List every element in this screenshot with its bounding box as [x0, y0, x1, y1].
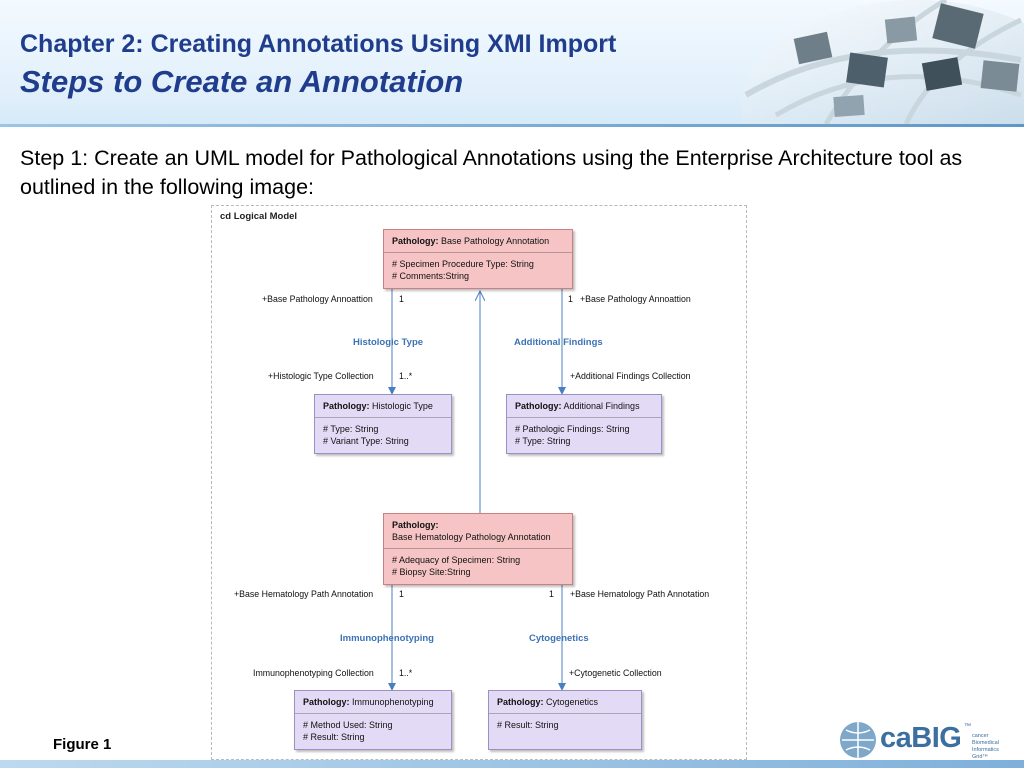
role-immuno-collection: Immunophenotyping Collection [253, 668, 374, 678]
multiplicity-hema-right: 1 [549, 589, 554, 599]
association-immunophenotyping: Immunophenotyping [340, 633, 434, 644]
chapter-title: Chapter 2: Creating Annotations Using XM… [20, 30, 617, 58]
step-1-text: Step 1: Create an UML model for Patholog… [20, 146, 963, 199]
role-base-left: +Base Pathology Annoattion [262, 294, 373, 304]
class-cytogenetics: Pathology: Cytogenetics # Result: String [488, 690, 642, 750]
role-hema-left: +Base Hematology Path Annotation [234, 589, 374, 599]
class-immunophenotyping: Pathology: Immunophenotyping # Method Us… [294, 690, 452, 750]
header-divider [0, 124, 1024, 127]
multiplicity-base-right: 1 [568, 294, 573, 304]
uml-diagram: cd Logical Model Pathology: Base Patholo… [211, 205, 747, 760]
class-histologic-type: Pathology: Histologic Type # Type: Strin… [314, 394, 452, 454]
association-histologic-type: Histologic Type [353, 337, 424, 348]
slide-title: Steps to Create an Annotation [20, 64, 464, 99]
diagram-label: cd Logical Model [220, 211, 298, 222]
cabig-logo-subtitle: cancer Biomedical Informatics Grid™ [972, 733, 999, 760]
multiplicity-immuno: 1..* [399, 668, 413, 678]
role-cyto-collection: +Cytogenetic Collection [569, 668, 662, 678]
cabig-logo-text: caBIG [880, 722, 962, 754]
class-additional-findings: Pathology: Additional Findings # Patholo… [506, 394, 662, 454]
role-additional-collection: +Additional Findings Collection [570, 371, 691, 381]
cabig-globe-icon [840, 722, 876, 758]
role-base-right: +Base Pathology Annoattion [580, 294, 691, 304]
cabig-logo-tm: ™ [964, 723, 971, 730]
multiplicity-base-left: 1 [399, 294, 404, 304]
diagram-connectors [388, 289, 566, 691]
figure-caption: Figure 1 [53, 736, 112, 753]
role-hema-right: +Base Hematology Path Annotation [570, 589, 710, 599]
globe-graphic-icon [741, 0, 1024, 124]
class-base-hematology-pathology-annotation: Pathology:Base Hematology Pathology Anno… [383, 513, 573, 585]
multiplicity-hema-left: 1 [399, 589, 404, 599]
cabig-logo: caBIG ™ cancer Biomedical Informatics Gr… [836, 718, 1016, 762]
association-cytogenetics: Cytogenetics [529, 633, 589, 644]
footer-bar [0, 760, 1024, 768]
multiplicity-histologic: 1..* [399, 371, 413, 381]
class-base-pathology-annotation: Pathology: Base Pathology Annotation # S… [383, 229, 573, 289]
association-additional-findings: Additional Findings [514, 337, 603, 348]
role-histologic-collection: +Histologic Type Collection [268, 371, 374, 381]
